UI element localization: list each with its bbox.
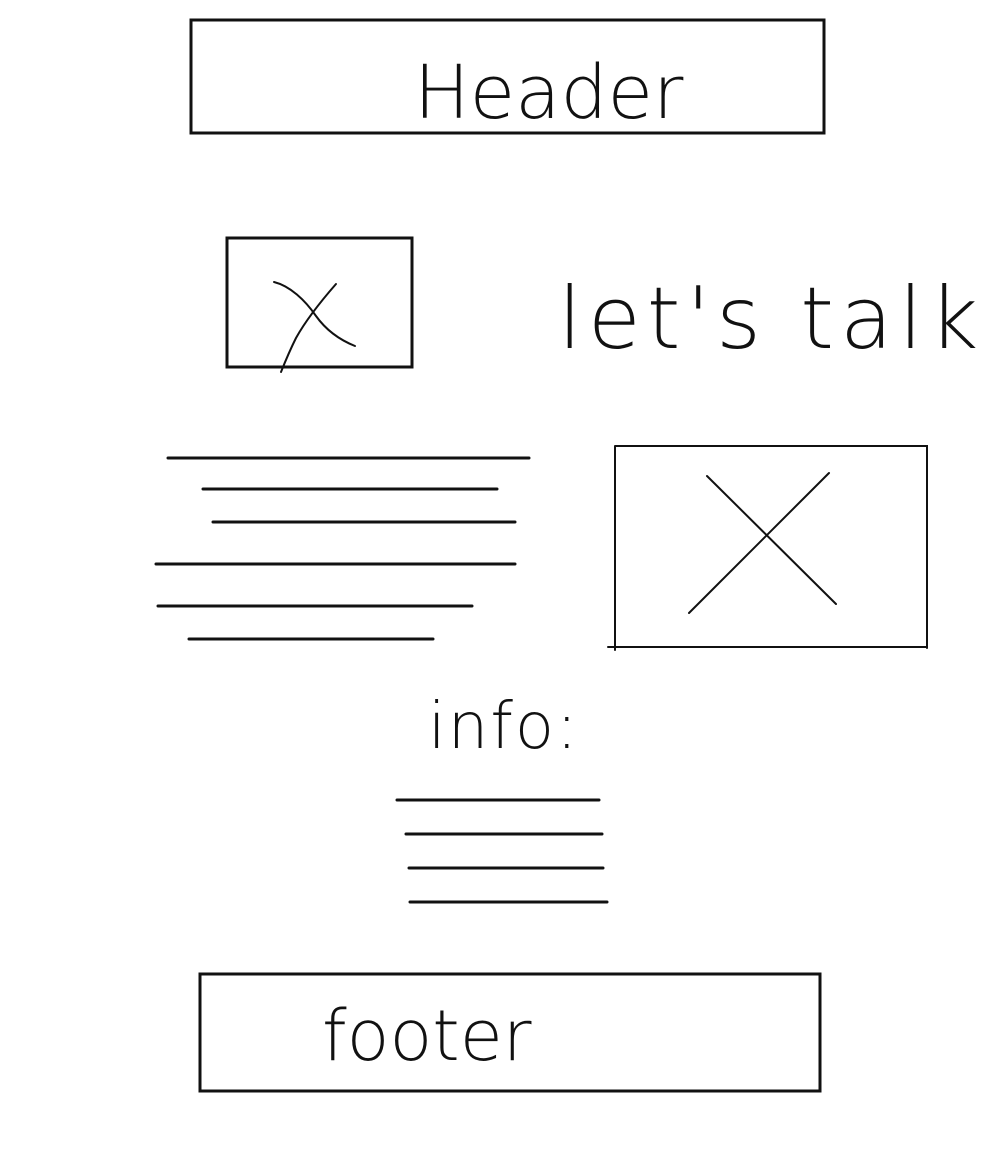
footer-label: footer (322, 995, 532, 1077)
large-image-box (607, 445, 928, 651)
footer: footer (198, 972, 822, 1093)
image-placeholder-x-icon (688, 472, 837, 614)
footer-box (198, 972, 822, 1093)
header-label: Header (414, 50, 684, 136)
header-box (189, 18, 826, 135)
small-image-box (225, 236, 414, 369)
intro-heading: let's talk (558, 269, 984, 369)
header: Header (189, 18, 826, 136)
info-text-block (395, 798, 609, 904)
text-block (154, 456, 531, 641)
content-section (154, 445, 928, 651)
intro-section: let's talk (225, 236, 984, 373)
small-image-placeholder (225, 236, 414, 373)
info-heading: info: (428, 690, 580, 764)
info-section: info: (395, 690, 609, 904)
image-placeholder-x-icon (273, 281, 356, 373)
large-image-placeholder (607, 445, 928, 651)
